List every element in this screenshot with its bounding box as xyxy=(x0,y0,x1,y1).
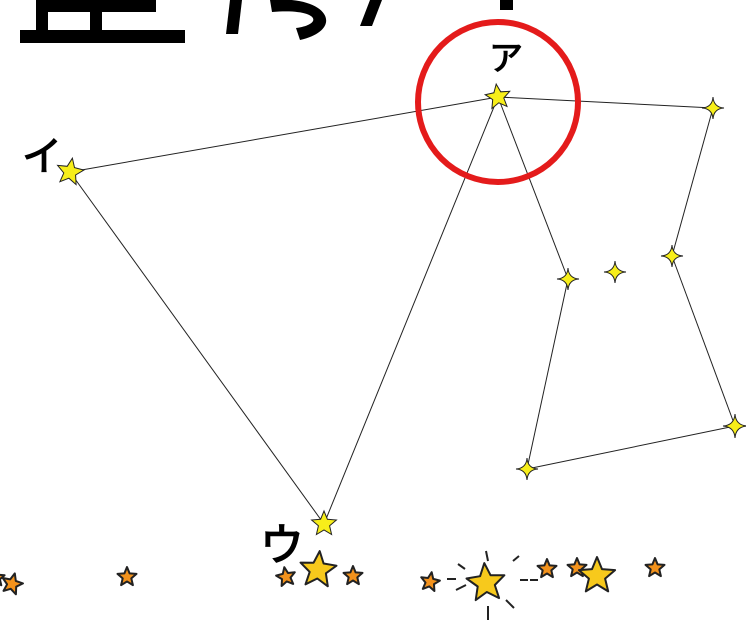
line-u-a xyxy=(323,96,499,525)
star-r2-icon xyxy=(660,244,684,268)
deco-star-icon xyxy=(116,566,138,587)
star-a-icon xyxy=(483,82,511,110)
star-u-icon xyxy=(310,509,338,536)
label-u-group: ウ xyxy=(260,520,304,571)
cropped-header-graphic xyxy=(20,0,513,43)
label-a-group: ア xyxy=(489,39,523,79)
star-r1-icon xyxy=(701,96,725,120)
deco-star-icon xyxy=(465,562,506,602)
sparkle-rays xyxy=(447,550,538,620)
decorative-star-row xyxy=(0,550,666,602)
deco-star-icon xyxy=(577,556,617,593)
deco-star-icon xyxy=(420,571,441,592)
constellation-stars xyxy=(56,82,746,536)
line-r1-r2 xyxy=(671,107,714,257)
label-i-group: イ xyxy=(22,134,62,180)
star-r4-icon xyxy=(515,457,539,481)
star-s2-icon xyxy=(603,260,627,284)
highlight-circle xyxy=(415,19,581,185)
line-s1-r4 xyxy=(526,278,569,470)
line-a-r1 xyxy=(497,96,714,109)
label-u: ウ xyxy=(260,520,304,571)
deco-star-icon xyxy=(536,558,558,579)
deco-star-icon xyxy=(0,573,6,587)
deco-star-icon xyxy=(342,565,364,586)
line-a-i xyxy=(69,96,499,173)
deco-star-icon xyxy=(644,557,666,578)
line-a-s1 xyxy=(497,96,569,280)
line-i-u xyxy=(69,171,325,525)
star-i-icon xyxy=(56,156,86,186)
deco-star-icon xyxy=(1,572,24,596)
star-r3-icon xyxy=(722,413,746,439)
deco-star-icon xyxy=(275,566,296,587)
star-s1-icon xyxy=(556,267,580,291)
line-r3-r2 xyxy=(671,255,736,427)
line-r4-r3 xyxy=(526,425,736,470)
label-i: イ xyxy=(22,134,62,180)
label-a: ア xyxy=(489,39,523,79)
deco-star-icon xyxy=(299,550,338,588)
constellation-lines xyxy=(69,96,736,525)
